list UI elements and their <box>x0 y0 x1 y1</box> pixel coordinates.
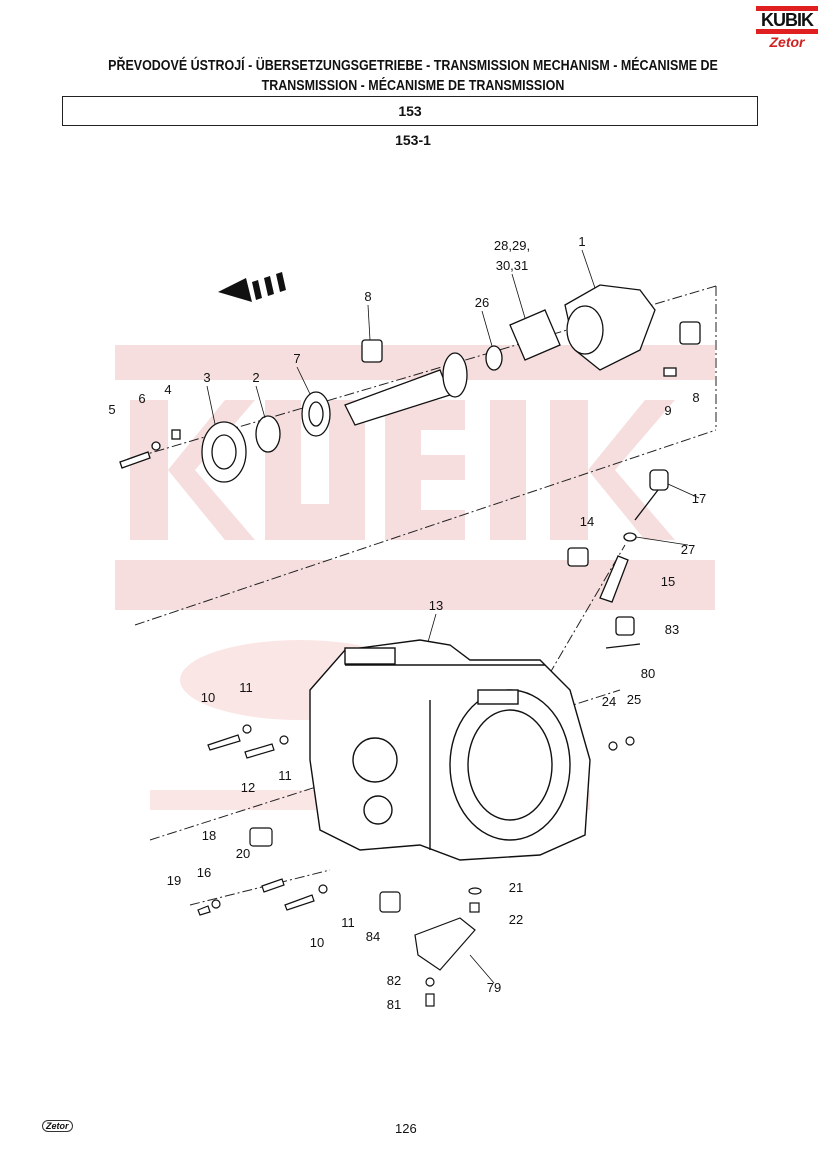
kubik-zetor-logo: KUBIK Zetor <box>756 6 818 56</box>
callout: 8 <box>364 289 371 304</box>
callout: 12 <box>241 780 255 795</box>
callout: 28,29, <box>494 238 530 253</box>
callout: 9 <box>664 403 671 418</box>
callout: 30,31 <box>496 258 529 273</box>
page-number: 126 <box>395 1121 417 1136</box>
callout: 81 <box>387 997 401 1012</box>
page-title: PŘEVODOVÉ ÚSTROJÍ - ÜBERSETZUNGSGETRIEBE… <box>0 56 826 96</box>
shaft-assembly <box>119 284 701 483</box>
callout: 7 <box>293 351 300 366</box>
transmission-housing <box>309 639 591 861</box>
callout: 8 <box>692 390 699 405</box>
callout: 26 <box>475 295 489 310</box>
callout: 25 <box>627 692 641 707</box>
callout: 4 <box>164 382 171 397</box>
callout: 27 <box>681 542 695 557</box>
direction-arrow <box>218 272 286 302</box>
leader-lines <box>206 249 700 984</box>
fasteners <box>197 724 635 1007</box>
figure-number: 153-1 <box>395 132 431 148</box>
callout: 17 <box>692 491 706 506</box>
logo-bar <box>756 6 818 11</box>
callout: 16 <box>197 865 211 880</box>
callout: 13 <box>429 598 443 613</box>
callout: 19 <box>167 873 181 888</box>
callout: 22 <box>509 912 523 927</box>
callout: 18 <box>202 828 216 843</box>
callout: 79 <box>487 980 501 995</box>
callout-labels: 28,29, 30,31 1 26 8 7 2 3 4 6 5 9 8 17 1… <box>108 234 706 1012</box>
callout: 84 <box>366 929 380 944</box>
callout: 11 <box>239 680 253 695</box>
logo-brand: KUBIK <box>761 10 814 30</box>
callout: 10 <box>310 935 324 950</box>
callout: 83 <box>665 622 679 637</box>
callout: 24 <box>602 694 616 709</box>
callout: 6 <box>138 391 145 406</box>
callout: 15 <box>661 574 675 589</box>
title-line-2: TRANSMISSION - MÉCANISME DE TRANSMISSION <box>261 78 565 94</box>
callout: 21 <box>509 880 523 895</box>
logo-zetor: Zetor <box>769 34 805 50</box>
logo-bar <box>756 29 818 34</box>
callout: 2 <box>252 370 259 385</box>
callout: 5 <box>108 402 115 417</box>
footer-zetor-logo: Zetor <box>42 1120 73 1132</box>
callout: 11 <box>341 915 355 930</box>
callout: 82 <box>387 973 401 988</box>
callout: 20 <box>236 846 250 861</box>
group-number: 153 <box>398 103 422 119</box>
callout: 14 <box>580 514 594 529</box>
callout: 1 <box>578 234 585 249</box>
title-line-1: PŘEVODOVÉ ÚSTROJÍ - ÜBERSETZUNGSGETRIEBE… <box>108 58 718 74</box>
group-number-box: 153 <box>62 96 758 126</box>
callout: 10 <box>201 690 215 705</box>
callout: 11 <box>278 768 292 783</box>
sensor-parts <box>567 469 669 649</box>
callout: 3 <box>203 370 210 385</box>
callout: 80 <box>641 666 655 681</box>
